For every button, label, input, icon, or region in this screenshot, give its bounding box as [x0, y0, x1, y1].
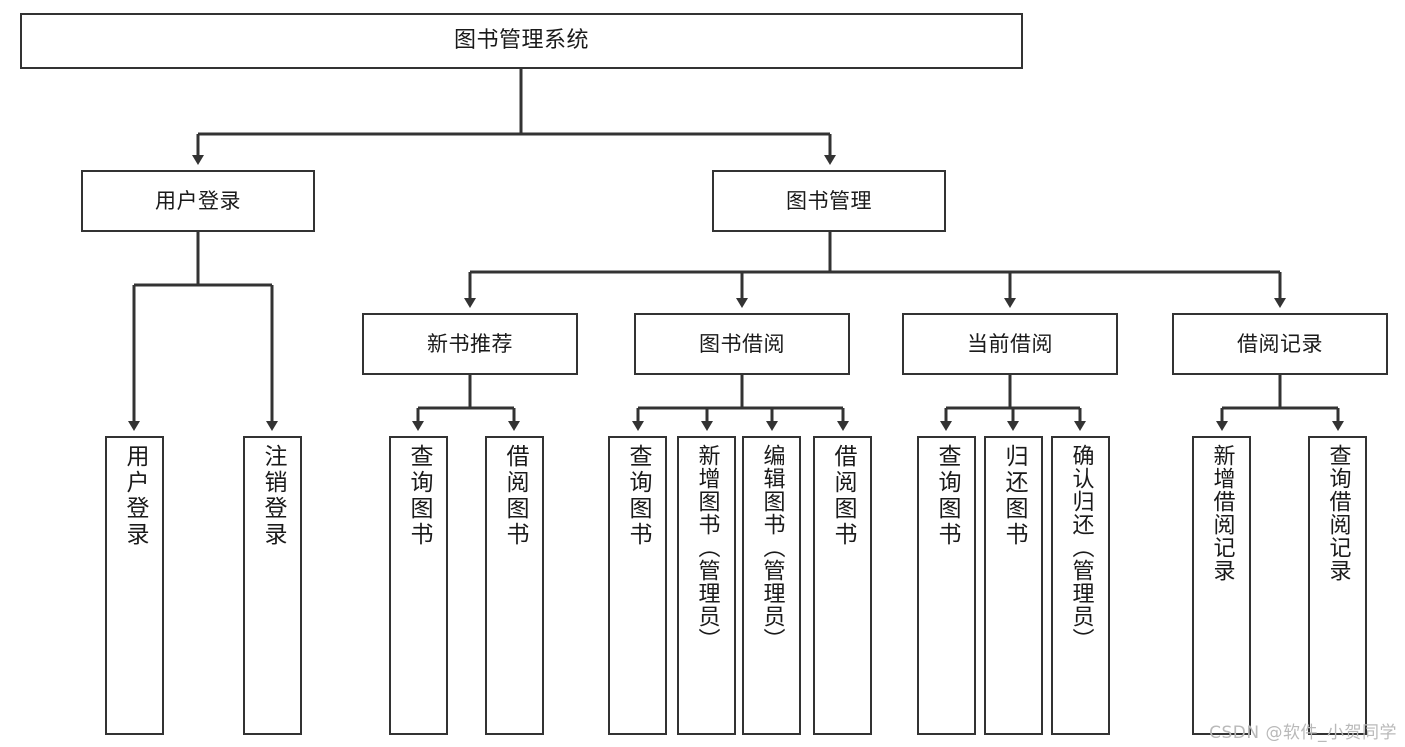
node-leaf-query-book-3[interactable]: 查询图书 [917, 436, 976, 735]
node-label: 借阅图书 [830, 444, 856, 548]
node-user-login[interactable]: 用户登录 [81, 170, 315, 232]
node-label: 确认归还（管理员） [1068, 444, 1094, 651]
node-leaf-user-login[interactable]: 用户登录 [105, 436, 164, 735]
node-label: 归还图书 [1001, 444, 1027, 548]
node-leaf-add-record[interactable]: 新增借阅记录 [1192, 436, 1251, 735]
node-label: 用户登录 [122, 444, 148, 548]
node-label: 借阅图书 [502, 444, 528, 548]
node-leaf-borrow-book-2[interactable]: 借阅图书 [813, 436, 872, 735]
node-label: 新增借阅记录 [1209, 444, 1235, 582]
node-book-borrow[interactable]: 图书借阅 [634, 313, 850, 375]
node-leaf-logout[interactable]: 注销登录 [243, 436, 302, 735]
node-leaf-return-book[interactable]: 归还图书 [984, 436, 1043, 735]
node-label: 查询图书 [934, 444, 960, 548]
node-leaf-edit-book[interactable]: 编辑图书（管理员） [742, 436, 801, 735]
node-leaf-confirm-return[interactable]: 确认归还（管理员） [1051, 436, 1110, 735]
node-label: 查询图书 [625, 444, 651, 548]
node-label: 当前借阅 [967, 331, 1053, 356]
node-book-manage[interactable]: 图书管理 [712, 170, 946, 232]
node-leaf-borrow-book-1[interactable]: 借阅图书 [485, 436, 544, 735]
node-label: 图书管理系统 [453, 28, 589, 54]
node-label: 查询图书 [406, 444, 432, 548]
node-label: 编辑图书（管理员） [759, 444, 785, 651]
node-label: 借阅记录 [1237, 331, 1323, 356]
node-new-book-recommend[interactable]: 新书推荐 [362, 313, 578, 375]
node-label: 注销登录 [260, 444, 286, 548]
watermark: CSDN @软件_小贺同学 [1209, 723, 1397, 743]
node-leaf-add-book[interactable]: 新增图书（管理员） [677, 436, 736, 735]
node-label: 查询借阅记录 [1325, 444, 1351, 582]
node-label: 新书推荐 [427, 331, 513, 356]
node-leaf-query-book-2[interactable]: 查询图书 [608, 436, 667, 735]
node-root-system[interactable]: 图书管理系统 [20, 13, 1023, 69]
node-label: 图书管理 [786, 188, 872, 213]
node-label: 图书借阅 [699, 331, 785, 356]
node-leaf-query-book-1[interactable]: 查询图书 [389, 436, 448, 735]
node-label: 用户登录 [155, 188, 241, 213]
node-borrow-record[interactable]: 借阅记录 [1172, 313, 1388, 375]
node-leaf-query-record[interactable]: 查询借阅记录 [1308, 436, 1367, 735]
node-current-borrow[interactable]: 当前借阅 [902, 313, 1118, 375]
node-label: 新增图书（管理员） [694, 444, 720, 651]
